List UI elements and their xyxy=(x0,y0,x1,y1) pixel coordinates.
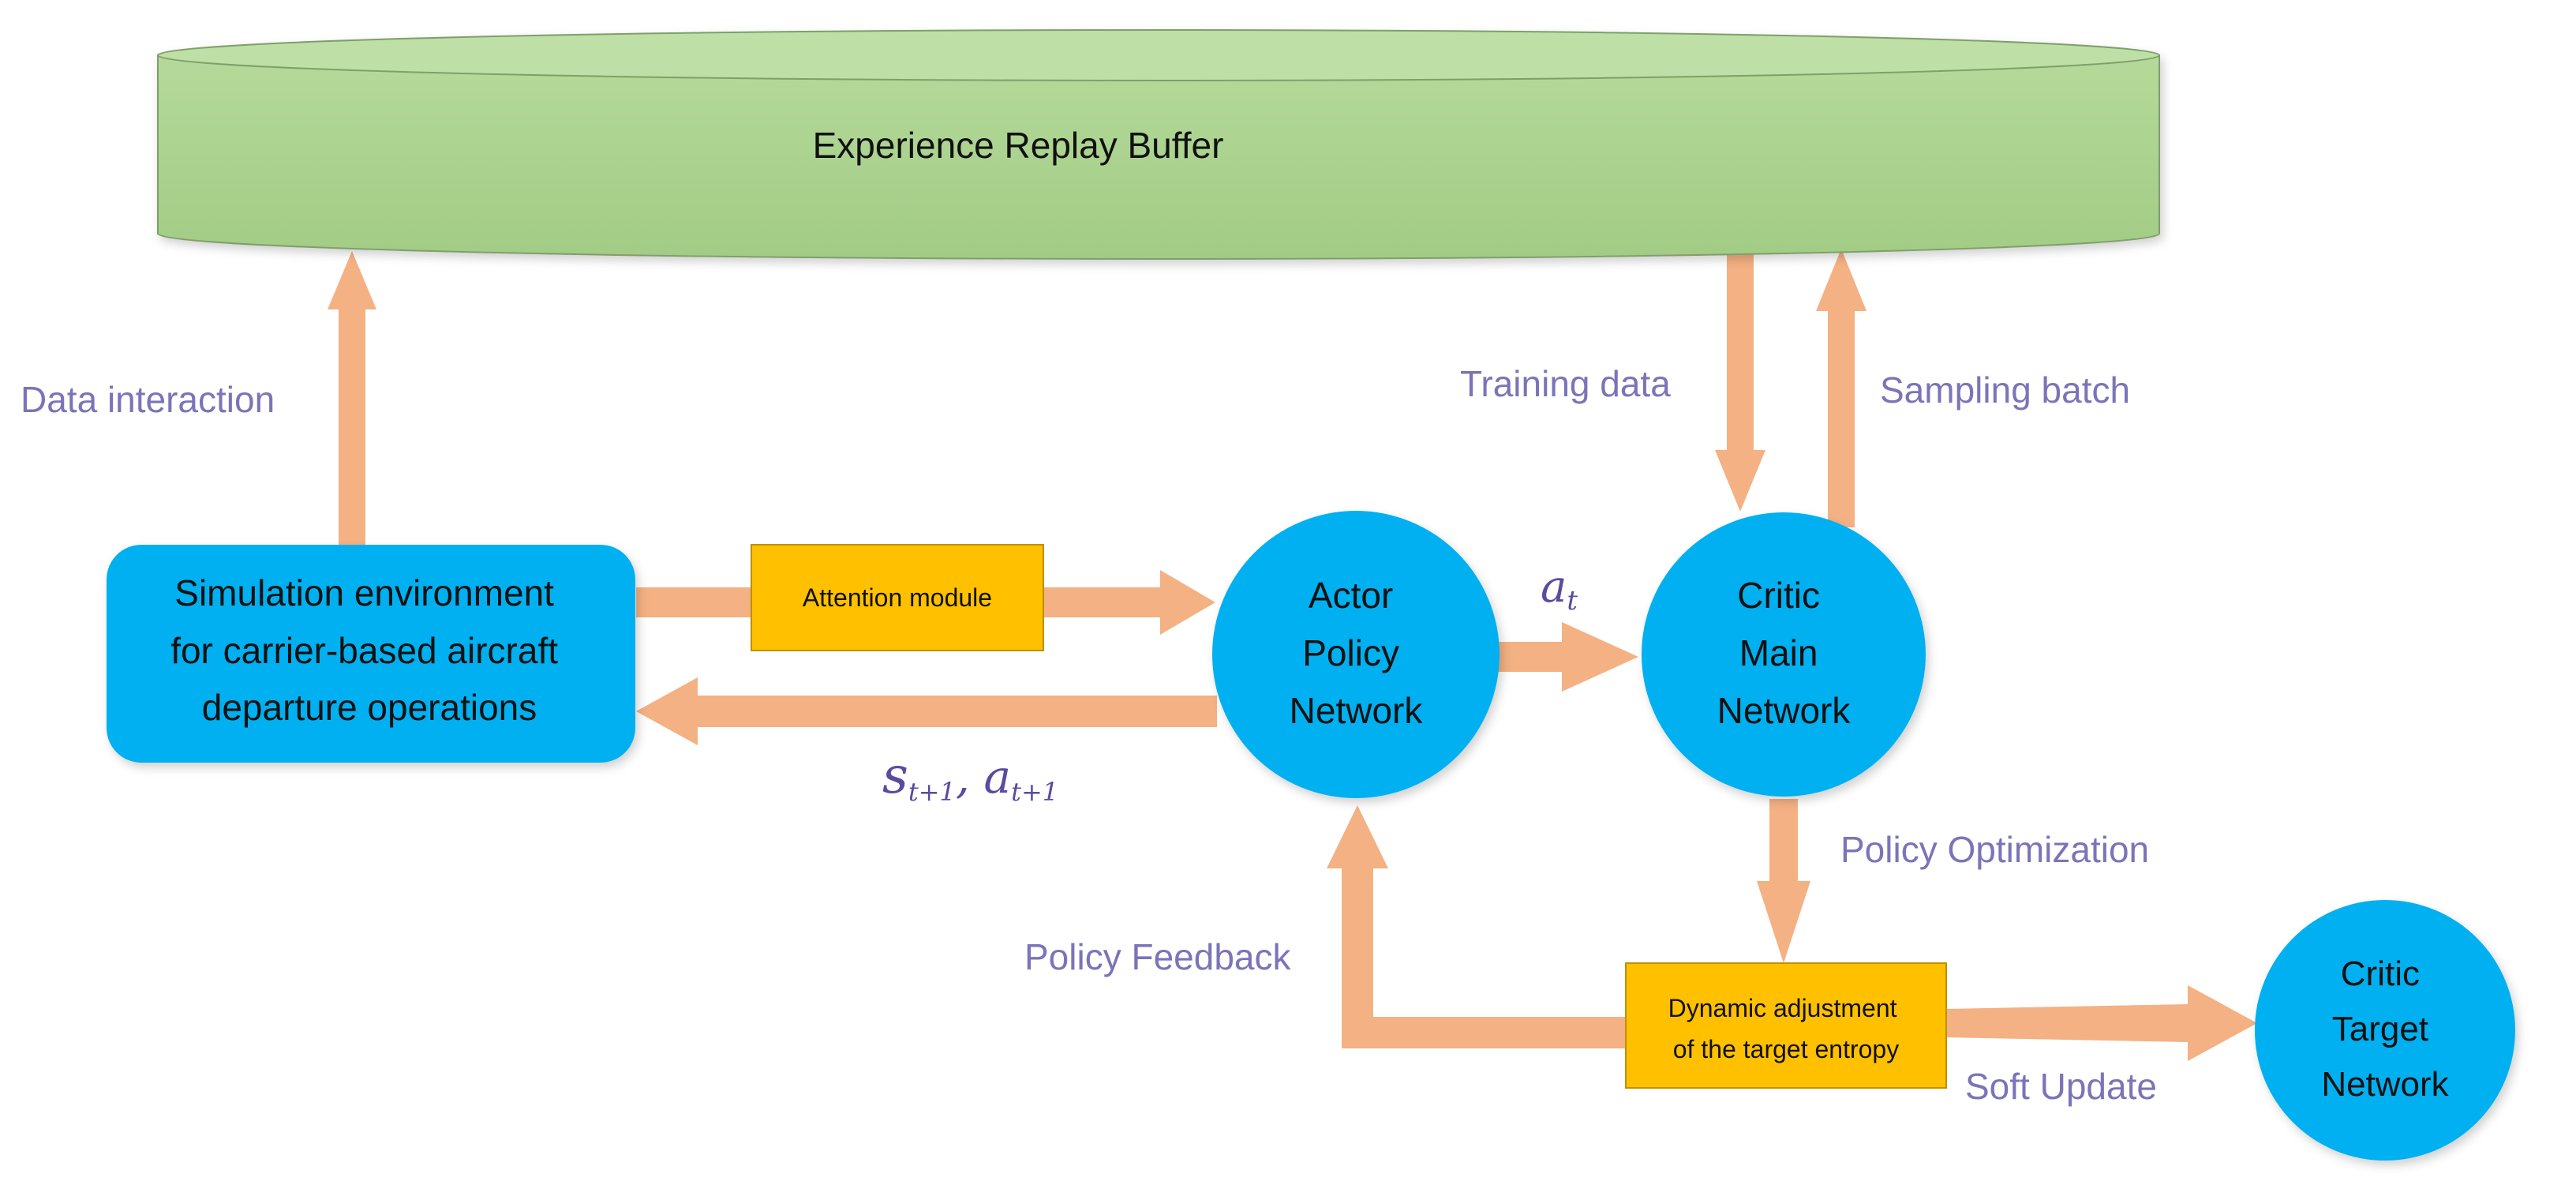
entropy-line-2: of the target entropy xyxy=(1673,1035,1899,1063)
next-sep: , xyxy=(956,752,984,804)
svg-text:Critic Target Netw: Critic Target Network xyxy=(2321,954,2449,1104)
svg-text:Simulation environment f: Simulation environment for carrier-based… xyxy=(170,572,568,728)
simulation-environment: Simulation environment for carrier-based… xyxy=(107,545,635,763)
arrow-attention-to-actor xyxy=(1043,570,1215,635)
next-action-subscript: t+1 xyxy=(1011,777,1058,807)
simulation-line-3: departure operations xyxy=(202,687,537,728)
svg-text:Actor Policy Netwo: Actor Policy Network xyxy=(1290,575,1424,731)
simulation-line-2: for carrier-based aircraft xyxy=(170,630,558,671)
label-sampling-batch: Sampling batch xyxy=(1880,369,2130,411)
critic-target-line-3: Network xyxy=(2321,1065,2449,1104)
label-data-interaction: Data interaction xyxy=(21,379,275,420)
arrow-data-interaction xyxy=(328,251,376,546)
arrow-soft-update xyxy=(1946,985,2257,1061)
label-soft-update: Soft Update xyxy=(1965,1066,2157,1107)
experience-replay-buffer xyxy=(157,29,2160,260)
entropy-line-1: Dynamic adjustment xyxy=(1668,994,1897,1022)
critic-main-line-3: Network xyxy=(1717,690,1852,731)
actor-line-2: Policy xyxy=(1302,632,1399,673)
attention-label: Attention module xyxy=(803,583,992,612)
critic-target-network: Critic Target Network xyxy=(2255,900,2515,1161)
arrow-actor-to-critic xyxy=(1496,622,1638,692)
entropy-adjustment-box: Dynamic adjustment of the target entropy xyxy=(1625,962,1947,1089)
arrow-sim-to-attention xyxy=(636,587,754,617)
arrow-policy-optimization xyxy=(1757,799,1810,963)
action-symbol: a xyxy=(1541,561,1567,613)
actor-line-1: Actor xyxy=(1309,575,1393,616)
label-next-state-action: st+1, at+1 xyxy=(882,747,1058,807)
label-action-at: at xyxy=(1541,561,1578,617)
buffer-label: Experience Replay Buffer xyxy=(813,125,1224,166)
next-state-subscript: t+1 xyxy=(908,777,956,807)
actor-line-3: Network xyxy=(1290,690,1424,731)
arrows xyxy=(328,245,2257,1061)
svg-text:Critic Main Networ: Critic Main Network xyxy=(1717,575,1852,731)
attention-module: Attention module xyxy=(751,544,1044,651)
arrow-sampling-batch xyxy=(1816,249,1866,527)
arrow-actor-to-sim xyxy=(636,677,1217,745)
action-subscript: t xyxy=(1567,585,1578,617)
next-action-symbol: a xyxy=(983,750,1011,804)
critic-target-line-2: Target xyxy=(2332,1010,2428,1048)
critic-main-line-2: Main xyxy=(1739,632,1818,673)
next-state-symbol: s xyxy=(882,747,908,805)
simulation-line-1: Simulation environment xyxy=(174,572,554,613)
critic-main-line-1: Critic xyxy=(1737,575,1820,616)
actor-policy-network: Actor Policy Network xyxy=(1212,511,1500,798)
label-policy-feedback: Policy Feedback xyxy=(1024,936,1291,977)
arrow-training-data xyxy=(1715,245,1765,512)
critic-target-line-1: Critic xyxy=(2341,954,2420,993)
critic-main-network: Critic Main Network xyxy=(1642,512,1926,797)
arrow-policy-feedback xyxy=(1327,805,1627,1048)
label-policy-optimization: Policy Optimization xyxy=(1840,829,2149,870)
svg-text:Dynamic adjustment of th: Dynamic adjustment of the target entropy xyxy=(1668,994,1904,1063)
label-training-data: Training data xyxy=(1460,363,1671,404)
